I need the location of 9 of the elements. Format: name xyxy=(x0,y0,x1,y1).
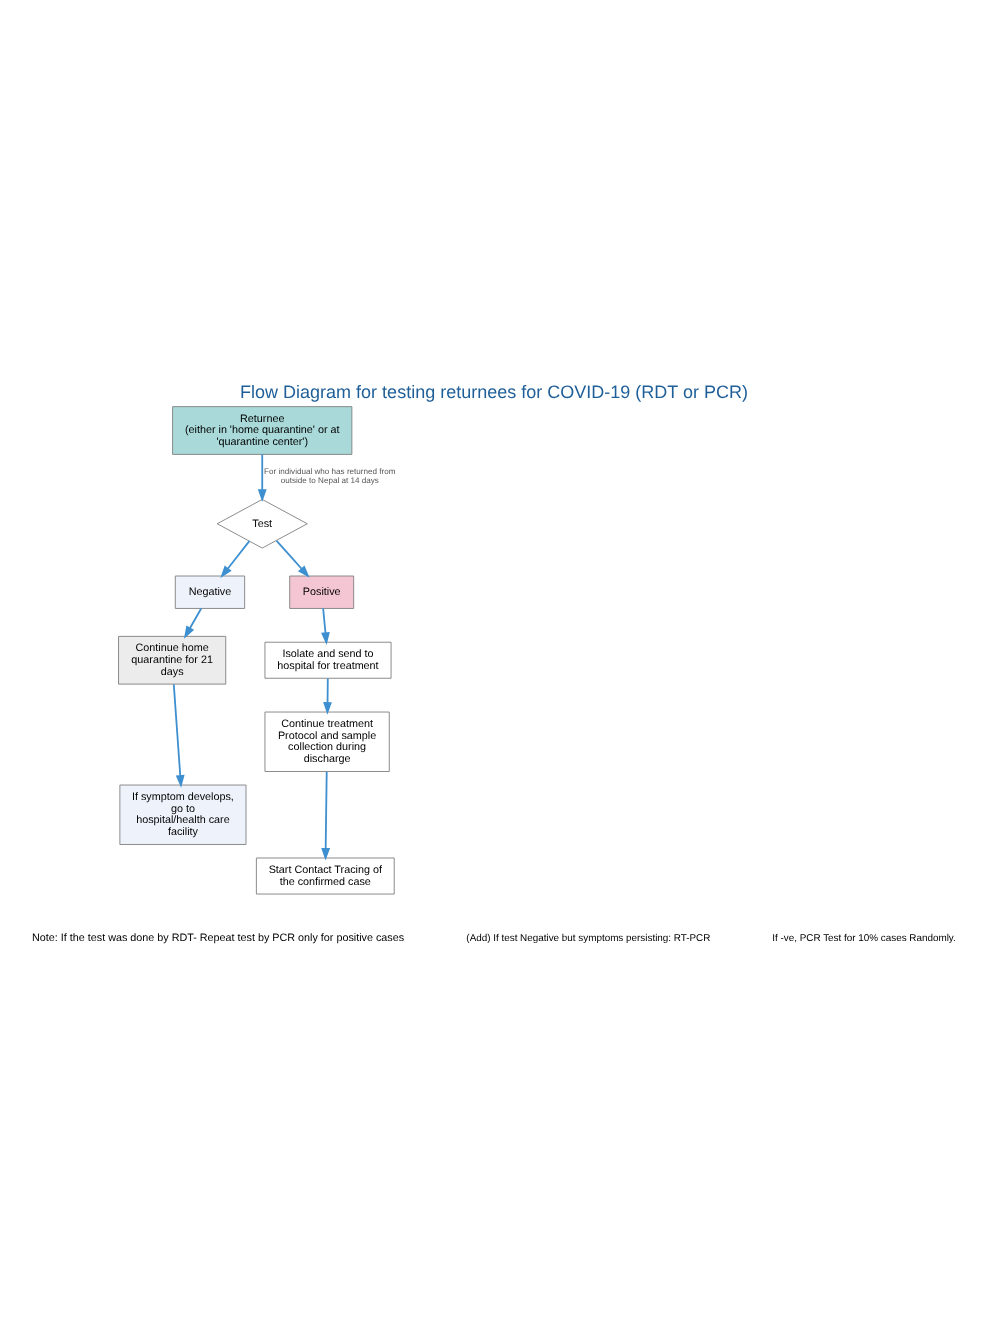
arrow xyxy=(183,607,203,639)
arrow xyxy=(321,607,330,645)
arrow xyxy=(275,539,310,578)
arrow xyxy=(172,683,185,788)
arrow xyxy=(220,540,251,579)
arrow xyxy=(257,453,267,502)
diagram-title: Flow Diagram for testing returnees for COVID-19 (RDT or PCR) xyxy=(240,381,748,402)
arrow xyxy=(323,677,332,715)
arrow xyxy=(321,770,331,861)
